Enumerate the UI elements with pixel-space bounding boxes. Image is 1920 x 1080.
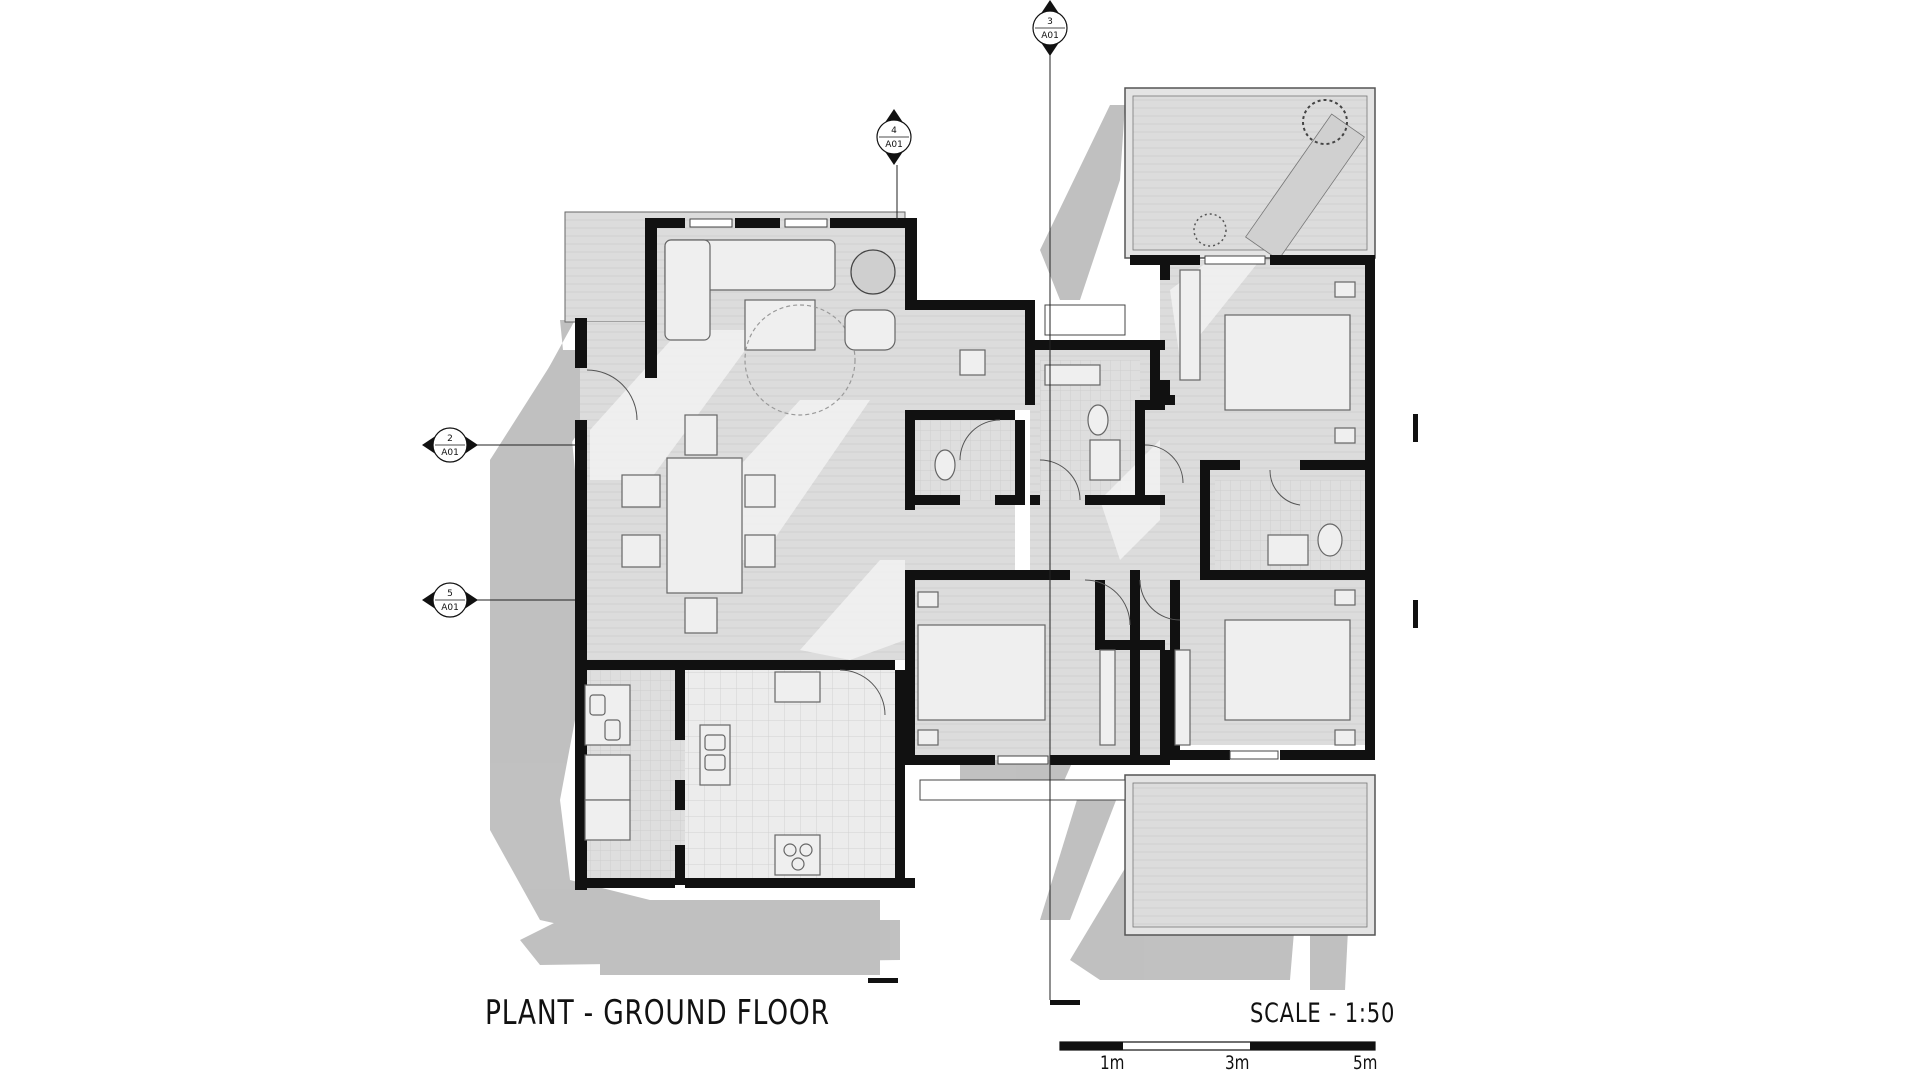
section-2-sheet: A01 (441, 448, 459, 458)
south-deck (1124, 774, 1376, 936)
section-marker-4: 4 A01 (876, 109, 912, 165)
section-marker-3: 3 A01 (1032, 0, 1068, 56)
coffee-table (744, 299, 816, 351)
scale-bar (1059, 1041, 1376, 1051)
tree-icon (1302, 99, 1348, 145)
section-marker-5: 5 A01 (422, 582, 478, 618)
scale-label-3m: 3m (1225, 1052, 1250, 1074)
bed-1 (1224, 314, 1351, 411)
section-2-id: 2 (447, 434, 453, 444)
section-3-id: 3 (1047, 17, 1053, 27)
furniture (584, 239, 1356, 876)
windows (689, 218, 1279, 801)
plant-icon (850, 249, 896, 295)
section-5-id: 5 (447, 589, 453, 599)
dining-table (666, 457, 743, 594)
north-deck (1124, 87, 1376, 261)
section-4-sheet: A01 (885, 140, 903, 150)
section-marker-2: 2 A01 (422, 427, 478, 463)
bed-3 (1224, 619, 1351, 721)
scale-label-1m: 1m (1100, 1052, 1125, 1074)
scale-title: SCALE - 1:50 (1250, 998, 1396, 1029)
section-5-sheet: A01 (441, 603, 459, 613)
section-end-ticks (868, 414, 1418, 1005)
section-4-id: 4 (891, 126, 897, 136)
section-lines (460, 45, 1051, 1000)
door-swings (586, 369, 1301, 716)
section-3-sheet: A01 (1041, 31, 1059, 41)
plan-title: PLANT - GROUND FLOOR (485, 993, 830, 1033)
scale-label-5m: 5m (1353, 1052, 1378, 1074)
bed-2 (917, 624, 1046, 721)
